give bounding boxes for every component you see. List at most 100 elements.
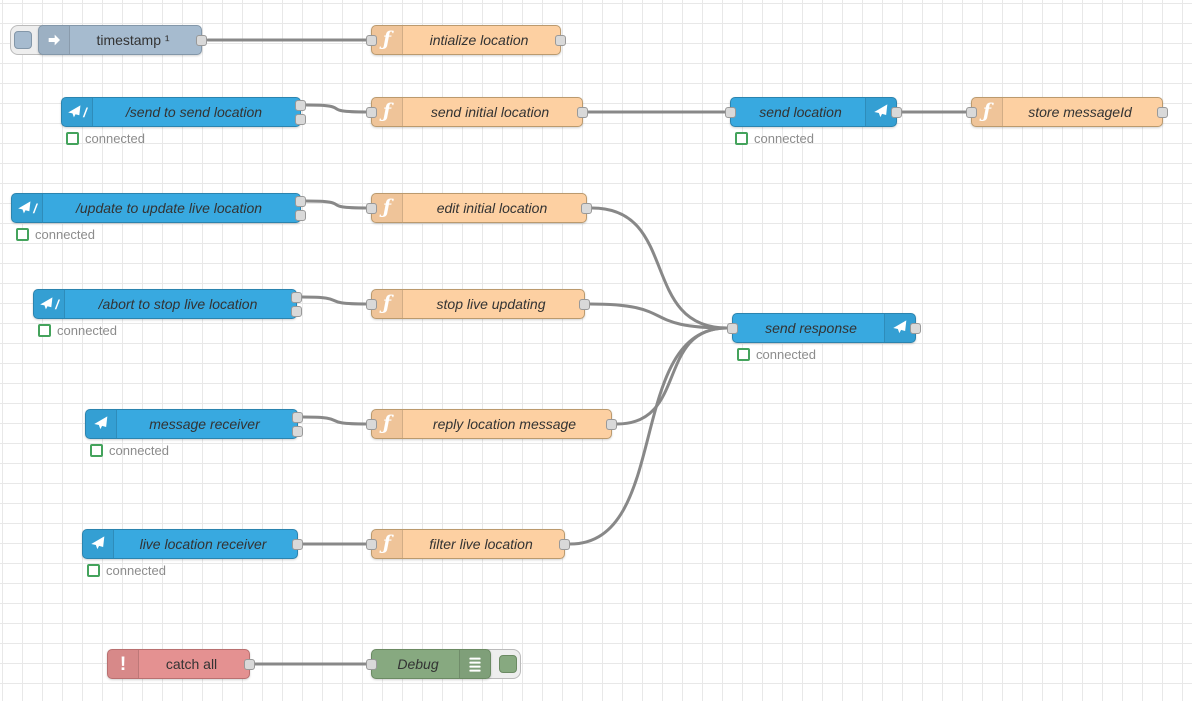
status-text: connected	[85, 131, 145, 146]
node-label: edit initial location	[436, 200, 548, 216]
wire[interactable]	[568, 326, 729, 546]
status-text: connected	[106, 563, 166, 578]
status-text: connected	[109, 443, 169, 458]
input-port[interactable]	[366, 659, 377, 670]
node-label: /update to update live location	[75, 200, 263, 216]
status-ring-icon	[737, 348, 750, 361]
telegram-sender-icon	[884, 314, 915, 342]
status-text: connected	[754, 131, 814, 146]
node-label: message receiver	[149, 416, 260, 432]
status-ring-icon	[90, 444, 103, 457]
node-label: catch all	[165, 656, 218, 672]
node-label: stop live updating	[436, 296, 546, 312]
function-icon: ƒ	[372, 290, 403, 318]
node-label: Debug	[397, 656, 439, 672]
output-port-2[interactable]	[295, 210, 306, 221]
output-port-1[interactable]	[292, 412, 303, 423]
node-store-message-id[interactable]: ƒ store messageId	[966, 97, 1168, 127]
status-text: connected	[756, 347, 816, 362]
node-label: send response	[765, 320, 857, 336]
node-catch-all[interactable]: ! catch all	[107, 649, 255, 679]
wire[interactable]	[304, 103, 368, 114]
node-message-receiver[interactable]: message receiver	[85, 409, 303, 439]
output-port[interactable]	[577, 107, 588, 118]
output-port[interactable]	[606, 419, 617, 430]
wire[interactable]	[304, 199, 368, 210]
output-port-1[interactable]	[291, 292, 302, 303]
node-abort-command[interactable]: / /abort to stop live location	[33, 289, 302, 319]
input-port[interactable]	[366, 35, 377, 46]
node-stop-live-updating[interactable]: ƒ stop live updating	[366, 289, 590, 319]
output-port[interactable]	[1157, 107, 1168, 118]
node-status: connected	[735, 131, 814, 146]
output-port[interactable]	[196, 35, 207, 46]
status-ring-icon	[38, 324, 51, 337]
node-status: connected	[66, 131, 145, 146]
node-label: timestamp ¹	[96, 32, 170, 48]
output-port[interactable]	[891, 107, 902, 118]
status-ring-icon	[66, 132, 79, 145]
status-text: connected	[57, 323, 117, 338]
node-label: store messageId	[1028, 104, 1132, 120]
output-port-2[interactable]	[292, 426, 303, 437]
node-send-command[interactable]: / /send to send location	[61, 97, 306, 127]
function-icon: ƒ	[372, 26, 403, 54]
input-port[interactable]	[727, 323, 738, 334]
node-status: connected	[16, 227, 95, 242]
node-live-location-receiver[interactable]: live location receiver	[82, 529, 303, 559]
wire[interactable]	[615, 326, 729, 426]
node-label: send location	[759, 104, 842, 120]
input-port[interactable]	[366, 203, 377, 214]
node-status: connected	[90, 443, 169, 458]
output-port[interactable]	[244, 659, 255, 670]
node-label: /send to send location	[125, 104, 263, 120]
node-status: connected	[38, 323, 117, 338]
node-label: send initial location	[430, 104, 550, 120]
node-label: intialize location	[429, 32, 529, 48]
node-update-command[interactable]: / /update to update live location	[11, 193, 306, 223]
input-port[interactable]	[725, 107, 736, 118]
input-port[interactable]	[966, 107, 977, 118]
input-port[interactable]	[366, 107, 377, 118]
output-port[interactable]	[559, 539, 570, 550]
inject-button-pad	[14, 31, 32, 49]
inject-arrow-icon	[39, 26, 70, 54]
output-port[interactable]	[581, 203, 592, 214]
status-ring-icon	[87, 564, 100, 577]
function-icon: ƒ	[372, 98, 403, 126]
wire[interactable]	[300, 295, 368, 306]
node-send-response[interactable]: send response	[727, 313, 921, 343]
output-port[interactable]	[910, 323, 921, 334]
node-send-location[interactable]: send location	[725, 97, 902, 127]
output-port-1[interactable]	[295, 100, 306, 111]
wire[interactable]	[590, 206, 729, 330]
node-edit-initial-location[interactable]: ƒ edit initial location	[366, 193, 592, 223]
node-timestamp-inject[interactable]: timestamp ¹	[38, 25, 207, 55]
output-port-2[interactable]	[295, 114, 306, 125]
output-port-2[interactable]	[291, 306, 302, 317]
telegram-command-icon: /	[12, 194, 43, 222]
telegram-command-icon: /	[34, 290, 65, 318]
status-text: connected	[35, 227, 95, 242]
telegram-command-icon: /	[62, 98, 93, 126]
node-label: filter live location	[429, 536, 533, 552]
input-port[interactable]	[366, 419, 377, 430]
output-port[interactable]	[292, 539, 303, 550]
output-port[interactable]	[579, 299, 590, 310]
wire[interactable]	[588, 302, 729, 330]
wire[interactable]	[301, 415, 368, 426]
input-port[interactable]	[366, 299, 377, 310]
output-port[interactable]	[555, 35, 566, 46]
function-icon: ƒ	[972, 98, 1003, 126]
node-reply-location-message[interactable]: ƒ reply location message	[366, 409, 617, 439]
input-port[interactable]	[366, 539, 377, 550]
catch-exclamation-icon: !	[108, 650, 139, 678]
node-filter-live-location[interactable]: ƒ filter live location	[366, 529, 570, 559]
output-port-1[interactable]	[295, 196, 306, 207]
node-send-initial-location[interactable]: ƒ send initial location	[366, 97, 588, 127]
node-status: connected	[87, 563, 166, 578]
node-debug[interactable]: Debug	[366, 649, 491, 679]
node-initialize-location[interactable]: ƒ intialize location	[366, 25, 566, 55]
